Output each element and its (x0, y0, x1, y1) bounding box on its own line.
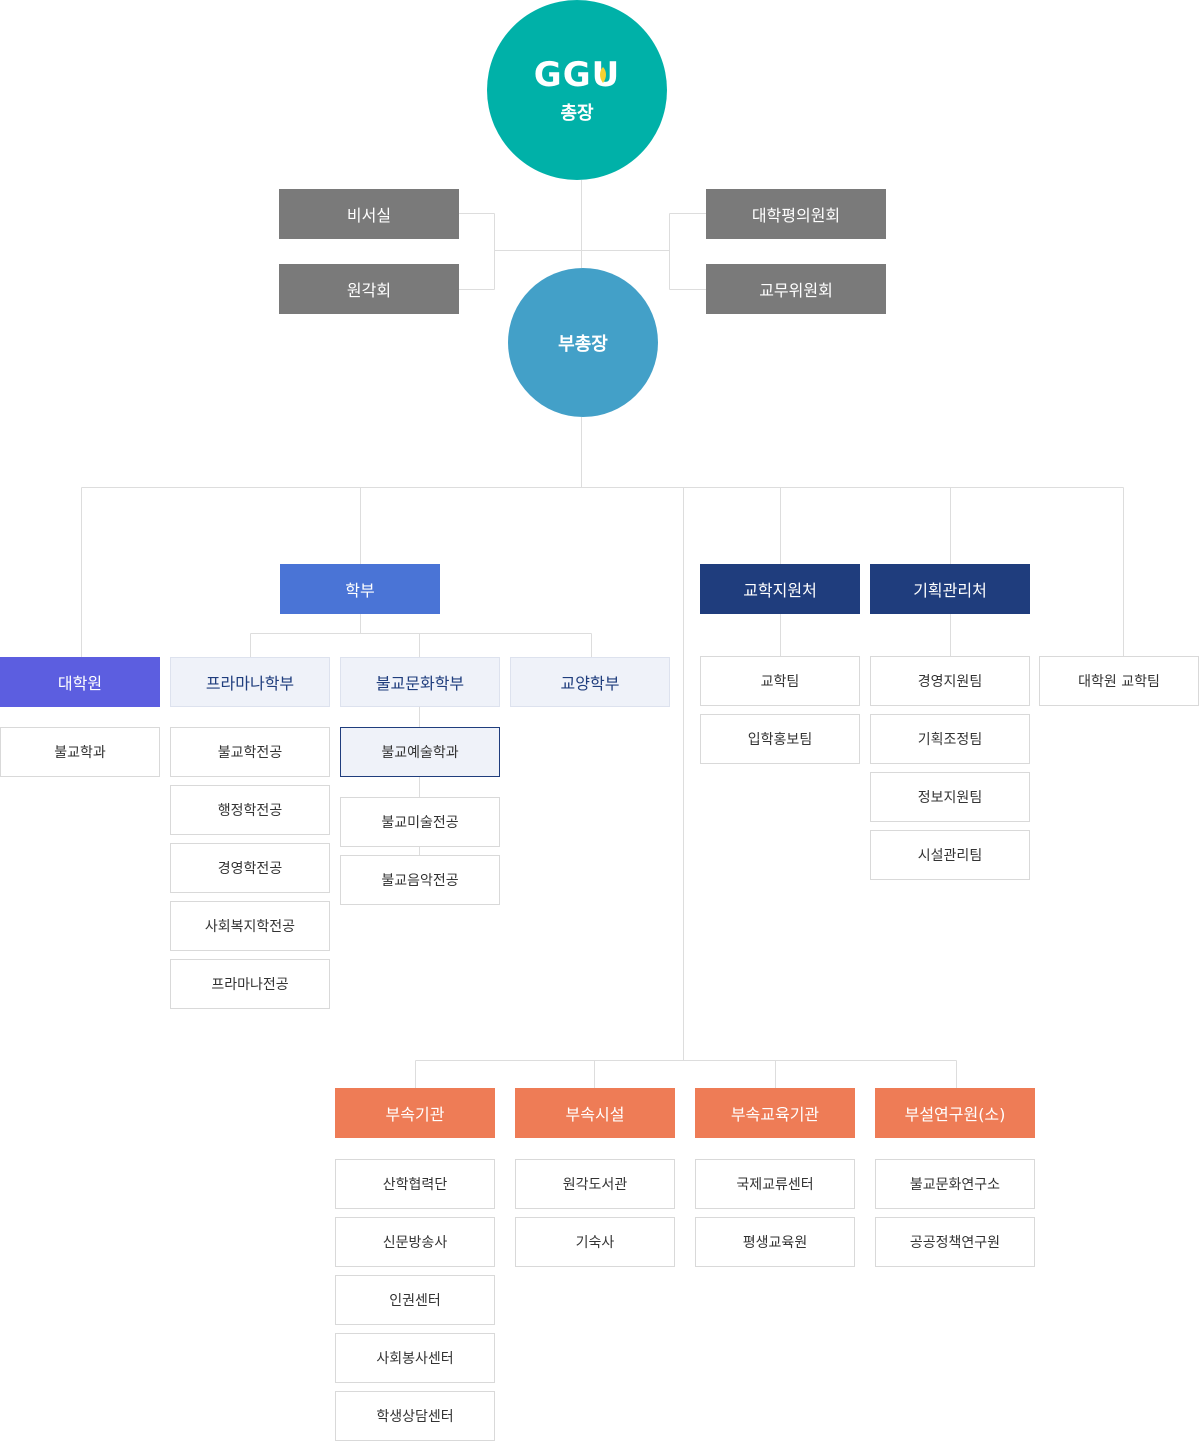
affiliated-institution-item[interactable]: 학생상담센터 (335, 1391, 495, 1441)
affiliated-education-box[interactable]: 부속교육기관 (695, 1088, 855, 1138)
faculty-pramana-box[interactable]: 프라마나학부 (170, 657, 330, 707)
secretariat-box[interactable]: 비서실 (279, 189, 459, 239)
graduate-dept-item[interactable]: 불교학과 (0, 727, 160, 777)
academic-support-office-box[interactable]: 교학지원처 (700, 564, 860, 614)
academic-support-team-item[interactable]: 교학팀 (700, 656, 860, 706)
affiliated-institutions-box[interactable]: 부속기관 (335, 1088, 495, 1138)
president-title: 총장 (560, 103, 594, 124)
vice-president-node: 부총장 (508, 268, 658, 417)
affiliated-institution-item[interactable]: 인권센터 (335, 1275, 495, 1325)
academic-support-team-item[interactable]: 입학홍보팀 (700, 714, 860, 764)
affiliated-institution-item[interactable]: 산학협력단 (335, 1159, 495, 1209)
vice-president-title: 부총장 (558, 333, 608, 355)
affiliated-institution-item[interactable]: 사회봉사센터 (335, 1333, 495, 1383)
affiliated-research-item[interactable]: 불교문화연구소 (875, 1159, 1035, 1209)
undergrad-box[interactable]: 학부 (280, 564, 440, 614)
pramana-major-item[interactable]: 행정학전공 (170, 785, 330, 835)
faculty-liberal-arts-box[interactable]: 교양학부 (510, 657, 670, 707)
planning-team-item[interactable]: 시설관리팀 (870, 830, 1030, 880)
pramana-major-item[interactable]: 경영학전공 (170, 843, 330, 893)
pramana-major-item[interactable]: 사회복지학전공 (170, 901, 330, 951)
academic-affairs-committee-box[interactable]: 교무위원회 (706, 264, 886, 314)
graduate-school-box[interactable]: 대학원 (0, 657, 160, 707)
faculty-buddhist-culture-box[interactable]: 불교문화학부 (340, 657, 500, 707)
affiliated-institution-item[interactable]: 신문방송사 (335, 1217, 495, 1267)
ggu-logo: GGU (534, 55, 620, 95)
affiliated-research-item[interactable]: 공공정책연구원 (875, 1217, 1035, 1267)
affiliated-education-item[interactable]: 국제교류센터 (695, 1159, 855, 1209)
affiliated-education-item[interactable]: 평생교육원 (695, 1217, 855, 1267)
planning-team-item[interactable]: 기획조정팀 (870, 714, 1030, 764)
buddhist-culture-major-item[interactable]: 불교음악전공 (340, 855, 500, 905)
planning-team-item[interactable]: 경영지원팀 (870, 656, 1030, 706)
affiliated-facility-item[interactable]: 기숙사 (515, 1217, 675, 1267)
buddhist-arts-dept-box[interactable]: 불교예술학과 (340, 727, 500, 777)
university-senate-box[interactable]: 대학평의원회 (706, 189, 886, 239)
affiliated-facilities-box[interactable]: 부속시설 (515, 1088, 675, 1138)
president-node: GGU 총장 (487, 0, 667, 180)
buddhist-culture-major-item[interactable]: 불교미술전공 (340, 797, 500, 847)
planning-office-box[interactable]: 기획관리처 (870, 564, 1030, 614)
pramana-major-item[interactable]: 프라마나전공 (170, 959, 330, 1009)
pramana-major-item[interactable]: 불교학전공 (170, 727, 330, 777)
leaf-icon (600, 67, 607, 83)
graduate-academic-team-box[interactable]: 대학원 교학팀 (1039, 656, 1199, 706)
wongak-society-box[interactable]: 원각회 (279, 264, 459, 314)
affiliated-research-box[interactable]: 부설연구원(소) (875, 1088, 1035, 1138)
affiliated-facility-item[interactable]: 원각도서관 (515, 1159, 675, 1209)
planning-team-item[interactable]: 정보지원팀 (870, 772, 1030, 822)
